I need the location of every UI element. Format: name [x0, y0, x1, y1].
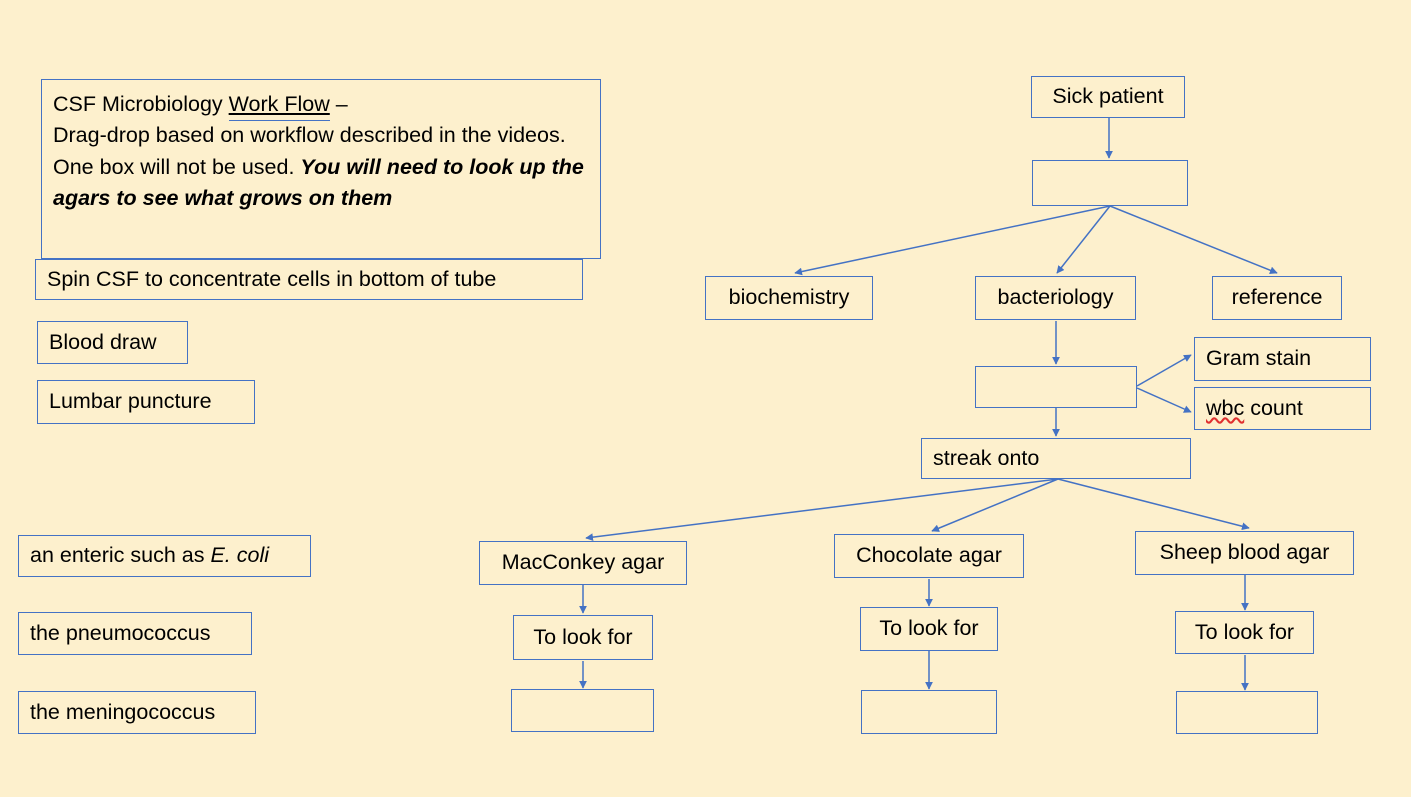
- dropzone-3[interactable]: [511, 689, 654, 732]
- node-reference[interactable]: reference: [1212, 276, 1342, 320]
- node-wbc-count[interactable]: wbc count: [1194, 387, 1371, 430]
- node-to-look-for-2[interactable]: To look for: [860, 607, 998, 651]
- node-label: To look for: [533, 624, 633, 649]
- node-to-look-for-1[interactable]: To look for: [513, 615, 653, 660]
- node-label: streak onto: [933, 445, 1040, 470]
- drag-item-pneumococcus[interactable]: the pneumococcus: [18, 612, 252, 655]
- node-label: bacteriology: [997, 285, 1114, 310]
- node-label: Sick patient: [1052, 84, 1164, 109]
- drag-item-label: Spin CSF to concentrate cells in bottom …: [47, 266, 497, 291]
- node-sick-patient[interactable]: Sick patient: [1031, 76, 1185, 118]
- node-label: biochemistry: [728, 285, 850, 310]
- node-label: Chocolate agar: [856, 543, 1002, 568]
- node-label: Sheep blood agar: [1159, 540, 1330, 565]
- instruction-title: CSF Microbiology Work Flow –: [53, 89, 590, 120]
- node-label-misspelled: wbc: [1206, 395, 1245, 420]
- node-bacteriology[interactable]: bacteriology: [975, 276, 1136, 320]
- instruction-body: Drag-drop based on workflow described in…: [53, 120, 590, 214]
- node-label: To look for: [1194, 619, 1295, 644]
- node-streak-onto[interactable]: streak onto: [921, 438, 1191, 479]
- dropzone-2[interactable]: [975, 366, 1137, 408]
- dropzone-1[interactable]: [1032, 160, 1188, 206]
- node-gram-stain[interactable]: Gram stain: [1194, 337, 1371, 381]
- node-label: MacConkey agar: [501, 550, 665, 575]
- node-macconkey-agar[interactable]: MacConkey agar: [479, 541, 687, 585]
- drag-item-label: Blood draw: [49, 329, 157, 354]
- instruction-title-prefix: CSF Microbiology: [53, 92, 229, 116]
- node-sheep-blood-agar[interactable]: Sheep blood agar: [1135, 531, 1354, 575]
- dropzone-5[interactable]: [1176, 691, 1318, 734]
- work-flow-link[interactable]: Work Flow: [228, 92, 330, 116]
- drag-item-enteric-e-coli[interactable]: an enteric such as E. coli: [18, 535, 311, 577]
- node-label: reference: [1231, 285, 1323, 310]
- drag-item-label: Lumbar puncture: [49, 389, 212, 414]
- node-chocolate-agar[interactable]: Chocolate agar: [834, 534, 1024, 578]
- node-label: wbc count: [1206, 396, 1303, 421]
- drag-item-label-species: E. coli: [210, 543, 270, 568]
- drag-item-label: the pneumococcus: [30, 620, 211, 645]
- node-label: To look for: [879, 616, 979, 641]
- drag-item-label: an enteric such as E. coli: [30, 543, 269, 568]
- drag-item-label: the meningococcus: [30, 699, 216, 724]
- drag-item-spin-csf[interactable]: Spin CSF to concentrate cells in bottom …: [35, 259, 583, 300]
- drag-item-blood-draw[interactable]: Blood draw: [37, 321, 188, 364]
- instruction-title-suffix: –: [329, 92, 348, 116]
- node-biochemistry[interactable]: biochemistry: [705, 276, 873, 320]
- node-label: Gram stain: [1206, 346, 1312, 371]
- instruction-body-normal: Drag-drop based on workflow described in…: [53, 123, 566, 179]
- drag-item-meningococcus[interactable]: the meningococcus: [18, 691, 256, 734]
- node-label-rest: count: [1244, 395, 1303, 420]
- drag-item-lumbar-puncture[interactable]: Lumbar puncture: [37, 380, 255, 424]
- instruction-body-emphasis: You will need to look up the agars to se…: [53, 154, 584, 211]
- drag-item-label-prefix: an enteric such as: [30, 543, 211, 568]
- node-to-look-for-3[interactable]: To look for: [1175, 611, 1314, 654]
- dropzone-4[interactable]: [861, 690, 997, 734]
- instruction-panel: CSF Microbiology Work Flow – Drag-drop b…: [41, 79, 601, 259]
